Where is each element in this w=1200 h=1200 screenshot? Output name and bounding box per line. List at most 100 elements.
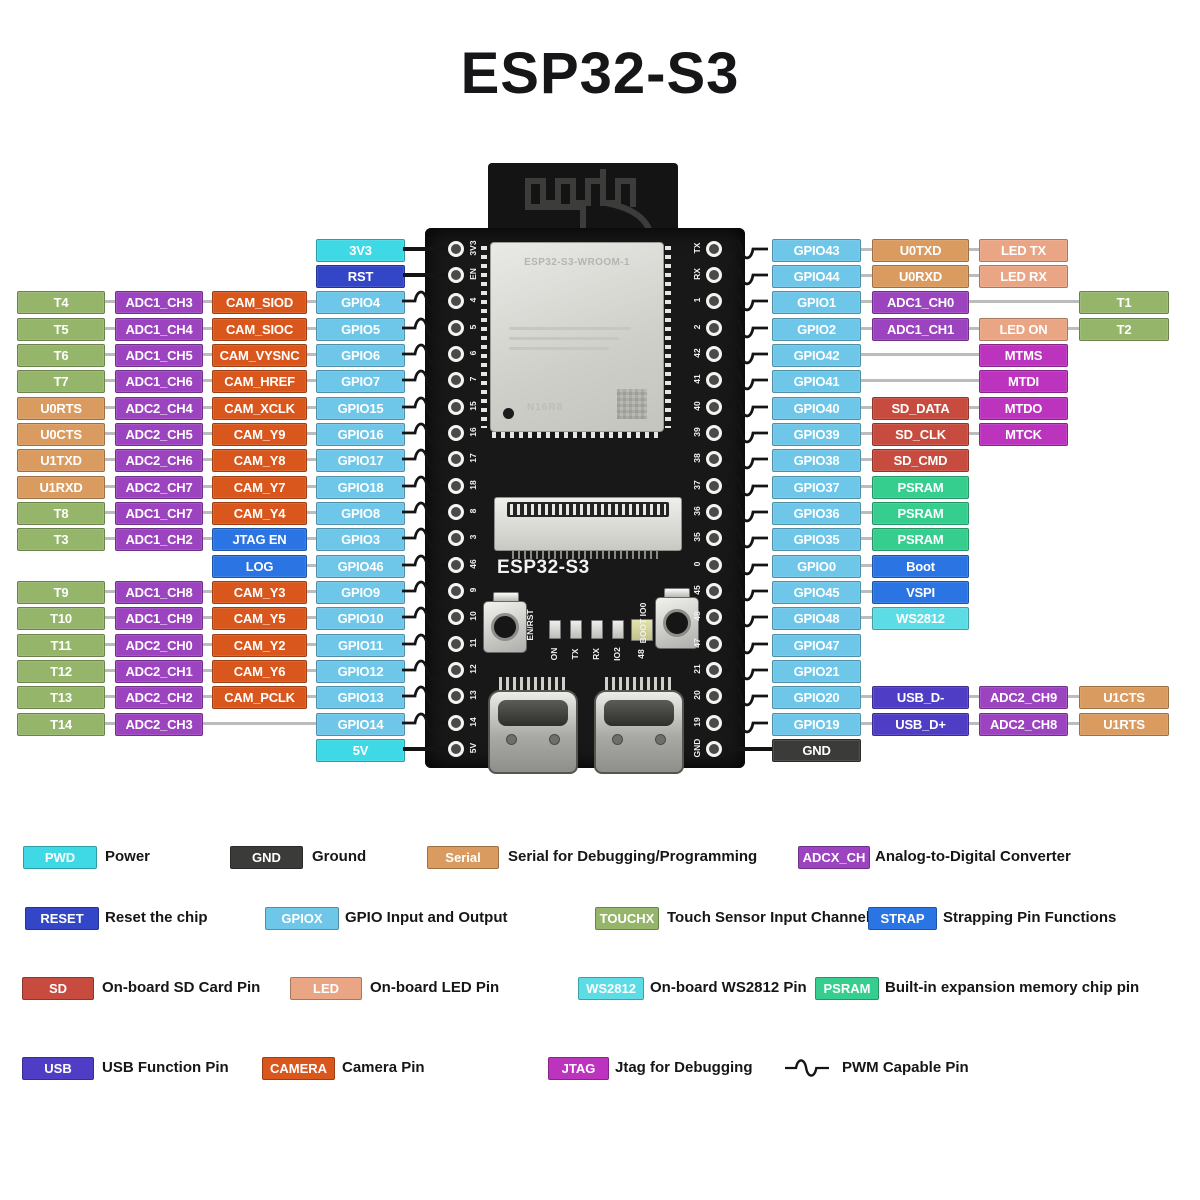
pin-box-label: ADC2_CH0: [125, 638, 193, 653]
legend-chip-pwd: PWD: [23, 846, 97, 869]
pin-hole: [706, 662, 722, 678]
pwm-squiggle-icon: [402, 525, 454, 551]
module-qr-code: [617, 389, 647, 419]
pin-box-label: T7: [53, 374, 69, 389]
legend-chip-ws2812: WS2812: [578, 977, 644, 1000]
pin-box-vspi: VSPI: [872, 581, 969, 604]
pin-box-cam-sioc: CAM_SIOC: [212, 318, 307, 341]
pin-box-label: ADC2_CH2: [125, 690, 193, 705]
pin-box-rst: RST: [316, 265, 405, 288]
legend-chip-label: PSRAM: [823, 981, 871, 996]
pin-box-label: GPIO8: [341, 506, 380, 521]
pin-box-led-on: LED ON: [979, 318, 1068, 341]
legend-chip-gpiox: GPIOX: [265, 907, 339, 930]
pwm-squiggle-icon: [716, 341, 768, 367]
connector-line: [60, 327, 360, 330]
pin-box-mtck: MTCK: [979, 423, 1068, 446]
pwm-squiggle-icon: [716, 657, 768, 683]
legend-chip-label: CAMERA: [269, 1061, 328, 1076]
pwm-squiggle-icon: [402, 683, 454, 709]
pin-hole: [706, 451, 722, 467]
pwm-legend-icon: [785, 1055, 837, 1081]
pwm-squiggle-icon: [402, 341, 454, 367]
pin-hole: [448, 688, 464, 704]
pin-box-label: ADC2_CH7: [125, 480, 193, 495]
power-line: [714, 747, 772, 751]
legend-text: Reset the chip: [105, 909, 208, 926]
pin-box-u1rts: U1RTS: [1079, 713, 1169, 736]
pin-box-gpio16: GPIO16: [316, 423, 405, 446]
legend-chip-reset: RESET: [25, 907, 99, 930]
pwm-squiggle-icon: [716, 315, 768, 341]
pwm-squiggle-icon: [716, 262, 768, 288]
pin-hole: [448, 267, 464, 283]
status-led-label: TX: [570, 648, 580, 660]
pin-box-gpio10: GPIO10: [316, 607, 405, 630]
pin-box-label: GPIO3: [341, 532, 380, 547]
legend-chip-serial: Serial: [427, 846, 499, 869]
pin-box-label: CAM_HREF: [224, 374, 295, 389]
legend-chip-sd: SD: [22, 977, 94, 1000]
pwm-squiggle-icon: [402, 552, 454, 578]
pin-box-label: LED ON: [999, 322, 1048, 337]
pin-hole: [448, 451, 464, 467]
connector-line: [60, 669, 360, 672]
pin-box-label: RST: [347, 269, 374, 284]
pin-box-adc1-ch9: ADC1_CH9: [115, 607, 203, 630]
pin-box-label: GPIO16: [337, 427, 384, 442]
legend-chip-label: STRAP: [880, 911, 925, 926]
pin-hole: [706, 636, 722, 652]
reset-button[interactable]: [483, 601, 527, 653]
pin-box-gpio3: GPIO3: [316, 528, 405, 551]
legend-text: USB Function Pin: [102, 1059, 229, 1076]
connector-line: [815, 300, 1123, 303]
usb-c-port-right[interactable]: [594, 690, 684, 774]
pwm-squiggle-icon: [716, 552, 768, 578]
pin-hole: [706, 320, 722, 336]
pin-box-gpio11: GPIO11: [316, 634, 405, 657]
pin-hole: [706, 425, 722, 441]
pin-box-gpio0: GPIO0: [772, 555, 861, 578]
pin-box-label: U0RXD: [898, 269, 943, 284]
pin-box-label: ADC1_CH5: [125, 348, 193, 363]
pin-box-t2: T2: [1079, 318, 1169, 341]
pin-box-label: T2: [1116, 322, 1132, 337]
pin-box-t14: T14: [17, 713, 105, 736]
usb-c-port-left[interactable]: [488, 690, 578, 774]
pin-hole: [706, 267, 722, 283]
pin-box-psram: PSRAM: [872, 502, 969, 525]
pin-hole: [448, 346, 464, 362]
legend-text: Strapping Pin Functions: [943, 909, 1117, 926]
legend-chip-strap: STRAP: [868, 907, 937, 930]
pin-box-gpio48: GPIO48: [772, 607, 861, 630]
pin-hole: [706, 478, 722, 494]
pin-box-gpio43: GPIO43: [772, 239, 861, 262]
legend-chip-label: ADCX_CH: [802, 850, 866, 865]
pin-box-label: T6: [53, 348, 69, 363]
pin-box-label: T14: [50, 717, 72, 732]
pin-box-adc2-ch7: ADC2_CH7: [115, 476, 203, 499]
boot-button-label: BOOT IO0: [638, 602, 648, 644]
legend-chip-psram: PSRAM: [815, 977, 879, 1000]
pwm-squiggle-icon: [402, 499, 454, 525]
pin-box-t7: T7: [17, 370, 105, 393]
pin-box-adc2-ch8: ADC2_CH8: [979, 713, 1068, 736]
legend-chip-label: GPIOX: [281, 911, 323, 926]
connector-line: [60, 616, 360, 619]
pin-box-label: GPIO38: [793, 453, 840, 468]
legend-text: Ground: [312, 848, 367, 865]
pin-box-label: GPIO11: [337, 638, 384, 653]
boot-button[interactable]: [655, 597, 699, 649]
pwm-squiggle-icon: [716, 473, 768, 499]
pin-box-adc2-ch0: ADC2_CH0: [115, 634, 203, 657]
pwm-squiggle-icon: [402, 394, 454, 420]
pin-box-label: GPIO18: [337, 480, 384, 495]
pin-box-gpio41: GPIO41: [772, 370, 861, 393]
pin-box-label: U0TXD: [899, 243, 942, 258]
pin-box-cam-siod: CAM_SIOD: [212, 291, 307, 314]
pin-box-gpio15: GPIO15: [316, 397, 405, 420]
pin-box-label: CAM_Y8: [233, 453, 286, 468]
pin-hole: [706, 609, 722, 625]
legend-chip-jtag: JTAG: [548, 1057, 609, 1080]
pin-box-gpio40: GPIO40: [772, 397, 861, 420]
